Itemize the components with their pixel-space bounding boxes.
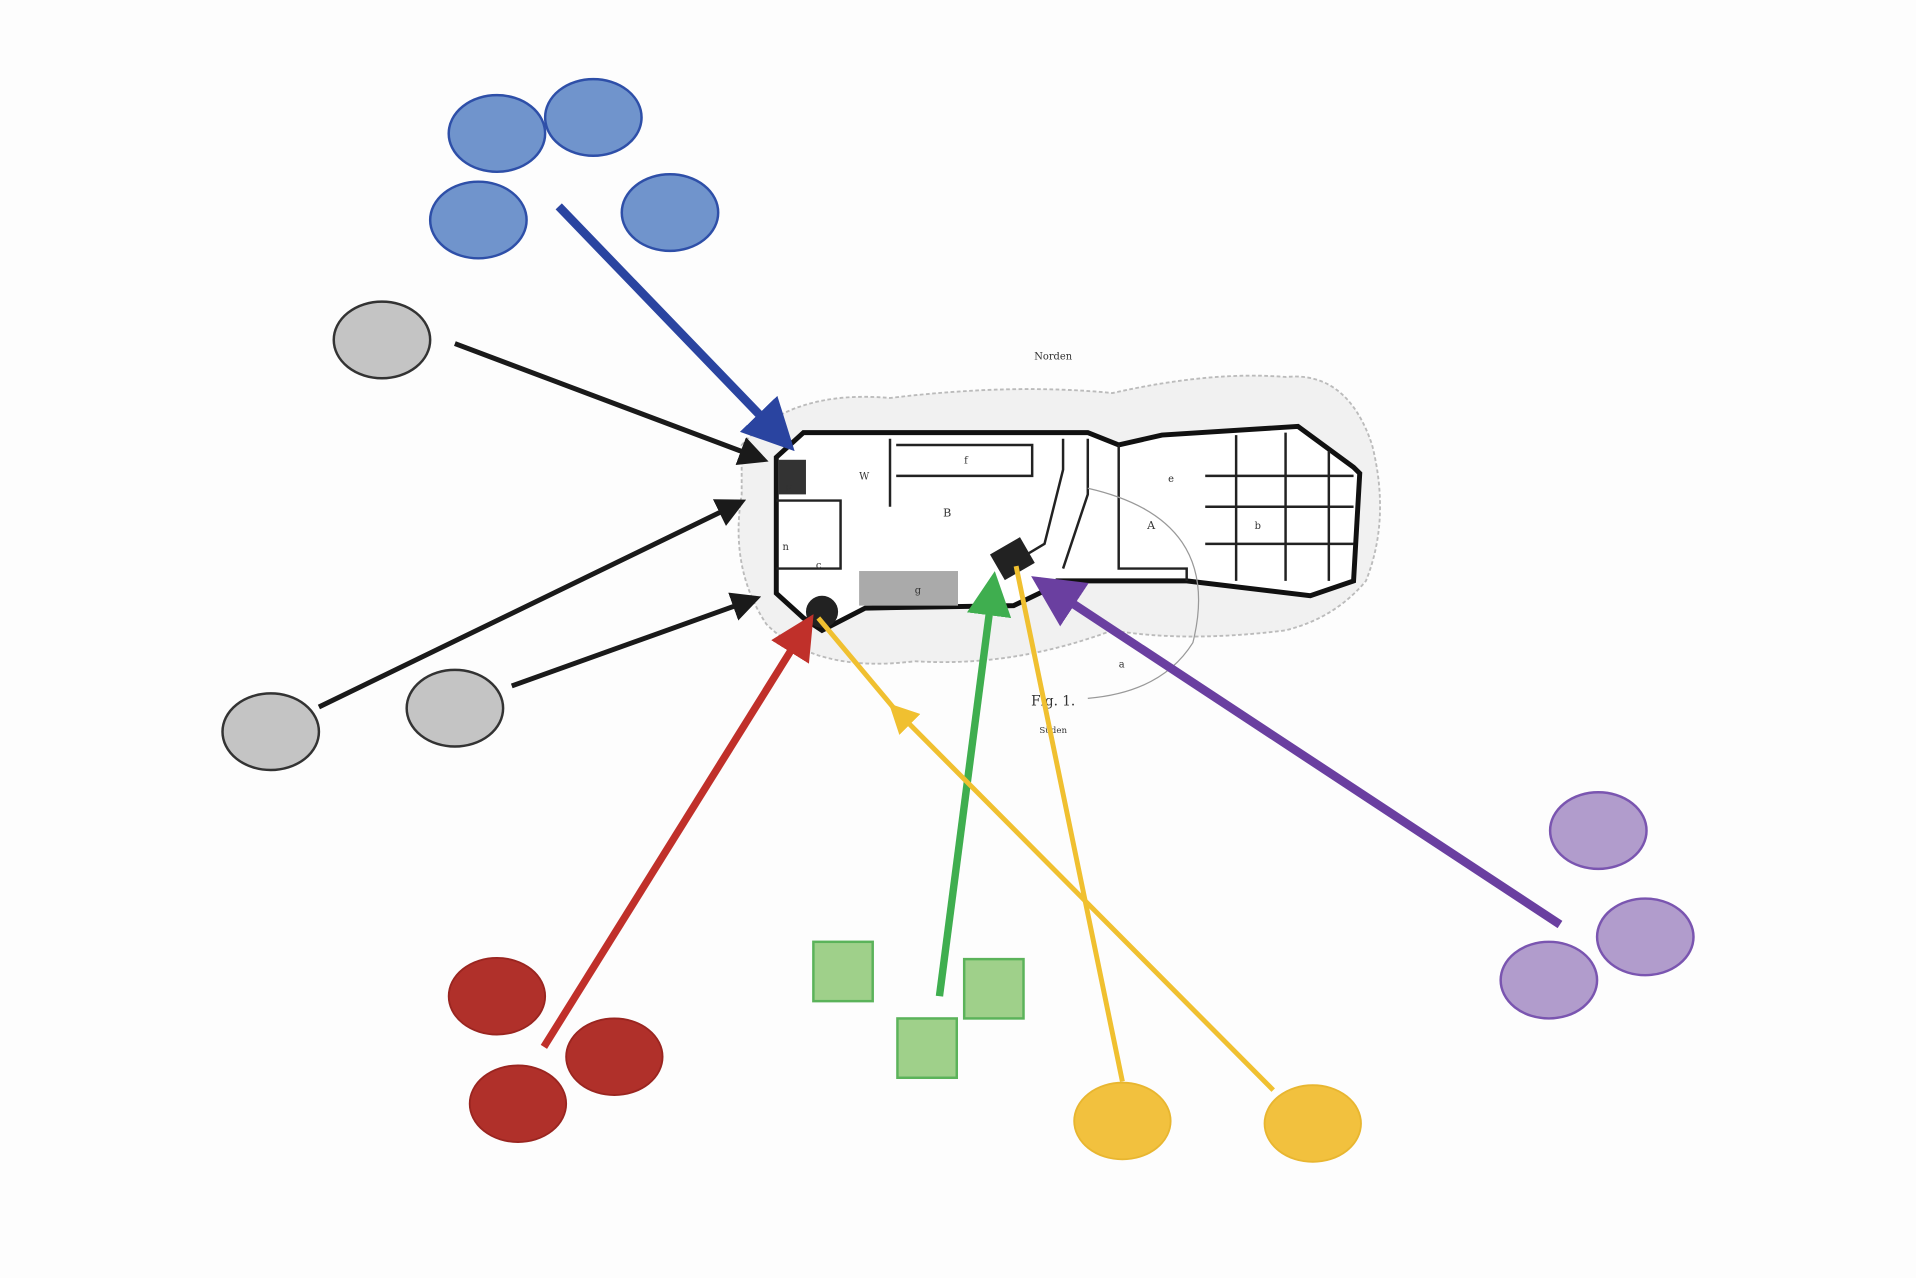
room-letter: c: [816, 561, 822, 572]
black-arrow: [454, 341, 769, 465]
yellow-group: [1073, 1081, 1362, 1163]
red-group: [447, 956, 664, 1143]
black-arrow: [510, 592, 762, 689]
green-arrow: [935, 571, 1012, 997]
room-letter: B: [943, 507, 951, 520]
green-square: [812, 940, 874, 1003]
gray-group: [221, 300, 505, 772]
courtyard-hatched: [859, 571, 958, 606]
yellow-ellipse: [1263, 1084, 1362, 1163]
purple-ellipse: [1548, 791, 1648, 871]
room-letter: e: [1168, 474, 1174, 485]
room-letter: A: [1146, 519, 1156, 532]
red-ellipse: [447, 956, 547, 1036]
castle-inner-walls: [776, 432, 1354, 581]
castle-plan: Norden Fig. 1. Süden F W B A b f e g c a…: [737, 352, 1381, 736]
yellow-line: [816, 616, 897, 712]
tower-sw: [805, 595, 839, 628]
blue-group: [428, 77, 720, 260]
black-arrow: [317, 499, 747, 710]
room-letter: g: [915, 585, 922, 596]
arc-line: [1087, 487, 1200, 699]
blue-arrow: [555, 203, 795, 452]
figure-label: Fig. 1.: [1031, 694, 1075, 710]
south-label: Süden: [1039, 726, 1067, 736]
tower-nw: [778, 459, 806, 495]
green-square: [962, 957, 1025, 1020]
yellow-ellipse: [1073, 1081, 1172, 1161]
purple-ellipse: [1499, 940, 1599, 1020]
purple-group: [1499, 791, 1695, 1020]
red-arrow: [540, 614, 814, 1049]
gray-ellipse: [332, 300, 432, 380]
blue-ellipse: [447, 93, 547, 174]
room-letter: b: [1255, 521, 1261, 532]
north-label: Norden: [1034, 352, 1072, 363]
tower-se: [989, 537, 1035, 581]
yellow-line: [1013, 565, 1125, 1082]
green-group: [812, 940, 1025, 1080]
purple-arrow: [1031, 576, 1563, 929]
room-letter: f: [964, 455, 969, 466]
blue-ellipse: [543, 77, 643, 157]
red-ellipse: [565, 1017, 664, 1097]
room-letter: n: [782, 542, 789, 553]
gray-ellipse: [221, 692, 321, 772]
room-letter: a: [1119, 659, 1125, 670]
green-square: [896, 1017, 958, 1080]
gray-ellipse: [405, 668, 505, 748]
blue-ellipse: [620, 173, 720, 253]
red-ellipse: [468, 1064, 568, 1143]
blue-ellipse: [428, 180, 528, 260]
room-letter: W: [859, 472, 870, 483]
purple-ellipse: [1595, 897, 1695, 977]
yellow-arrow: [889, 703, 1275, 1092]
arrows: [317, 203, 1563, 1092]
room-letter: F: [785, 484, 792, 495]
